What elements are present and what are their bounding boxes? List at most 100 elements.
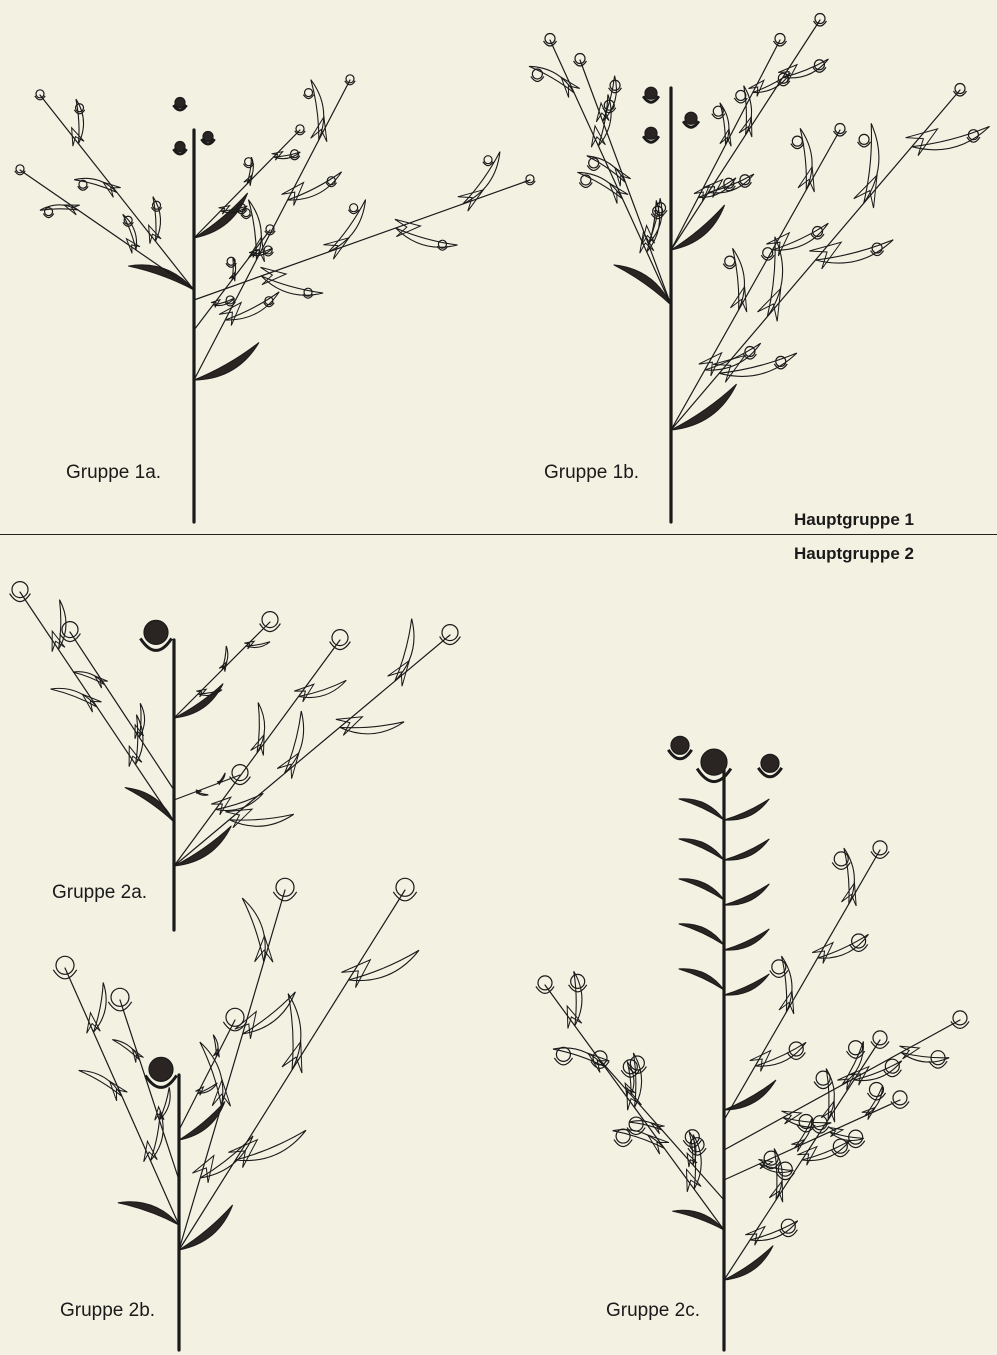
bract-leaf (396, 228, 458, 247)
flower-bud (296, 125, 304, 133)
flower-bud (893, 1091, 907, 1105)
flower-bud (36, 90, 44, 98)
flower-bud (484, 156, 492, 164)
bract-leaf (587, 156, 626, 183)
bract-leaf (59, 600, 67, 650)
bract-leaf-solid (174, 684, 223, 718)
inflorescence-diagram-1b (529, 14, 990, 523)
bract-leaf (299, 680, 347, 697)
flower-bud (276, 878, 294, 896)
flower-bud (575, 54, 585, 64)
bract-leaf (733, 248, 745, 310)
flower-bud (396, 878, 414, 896)
bract-leaf-solid (724, 1246, 773, 1280)
bract-leaf (236, 1130, 306, 1160)
branch-line (174, 635, 450, 866)
flower-bud (736, 90, 746, 100)
flower-bud (725, 256, 735, 266)
bract-leaf (213, 298, 235, 305)
main-group-label-2: Hauptgruppe 2 (794, 544, 914, 564)
bract-leaf-solid (679, 969, 724, 990)
terminal-flower-solid (203, 132, 213, 142)
bract-leaf (574, 971, 582, 1026)
flower-bud (849, 1041, 863, 1055)
branch-line (70, 632, 174, 790)
flower-bud (815, 14, 825, 24)
bract-leaf (802, 1141, 850, 1161)
bract-leaf-solid (179, 1101, 225, 1140)
terminal-flower-solid (144, 620, 168, 644)
bract-leaf-solid (724, 974, 769, 995)
bract-leaf (261, 276, 323, 295)
flower-bud (350, 204, 358, 212)
bract-leaf (216, 793, 264, 810)
bracteole-mark (809, 242, 841, 269)
terminal-flower-solid (701, 749, 727, 775)
flower-bud (872, 243, 882, 253)
bract-leaf (139, 703, 144, 737)
bract-leaf (750, 1221, 798, 1241)
bract-leaf (800, 128, 812, 190)
flower-bud (545, 34, 555, 44)
bract-leaf (463, 152, 500, 204)
bracteole-mark (219, 662, 227, 672)
branch-line (724, 1100, 900, 1180)
bract-leaf-solid (125, 788, 174, 822)
flower-bud (111, 988, 129, 1006)
group-label-1b: Gruppe 1b. (544, 462, 639, 484)
flower-bud (62, 622, 78, 638)
bract-leaf (901, 1053, 949, 1063)
bracteole-mark (812, 943, 833, 964)
bract-leaf-solid (194, 193, 248, 238)
bract-leaf (328, 200, 365, 252)
main-group-label-1: Hauptgruppe 1 (794, 510, 914, 530)
main-group-divider (0, 534, 997, 535)
bract-leaf-solid (724, 929, 769, 950)
bract-leaf (136, 715, 144, 765)
flower-bud (968, 130, 978, 140)
flower-bud (792, 136, 802, 146)
bract-leaf (159, 1087, 170, 1120)
flower-bud (12, 582, 28, 598)
bract-leaf (79, 1070, 122, 1096)
flower-bud (775, 34, 785, 44)
bract-leaf-solid (724, 884, 769, 905)
flower-bud (262, 612, 278, 628)
flower-bud (232, 765, 248, 781)
bract-leaf (854, 1061, 902, 1081)
group-label-2a: Gruppe 2a. (52, 882, 147, 904)
flower-bud (873, 1031, 887, 1045)
bract-leaf (395, 619, 414, 682)
bract-leaf-solid (724, 839, 769, 860)
inflorescence-diagram-1a (15, 75, 535, 522)
bracteole-mark (192, 1156, 214, 1183)
flower-bud (610, 80, 620, 90)
bracteole-mark (244, 175, 252, 186)
flower-bud (16, 165, 24, 173)
bract-leaf (577, 172, 622, 199)
bract-leaf (284, 711, 303, 774)
bracteole-mark (395, 219, 421, 236)
bracteole-mark (260, 267, 286, 284)
bract-leaf-solid (174, 826, 231, 866)
bract-leaf-solid (671, 205, 725, 250)
bracteole-mark (713, 356, 745, 383)
bracteole-mark (281, 183, 303, 206)
flower-bud (571, 974, 585, 988)
flower-bud (305, 89, 313, 97)
flower-bud (332, 630, 348, 646)
bract-leaf (243, 992, 296, 1034)
flower-bud (616, 1129, 630, 1143)
flower-bud (953, 1011, 967, 1025)
bract-leaf (94, 983, 107, 1033)
flower-bud (538, 976, 552, 990)
branch-line (179, 1020, 235, 1130)
terminal-flower-solid (175, 98, 185, 108)
group-label-1a: Gruppe 1a. (66, 462, 161, 484)
terminal-flower-solid (175, 142, 185, 152)
bract-leaf (349, 950, 419, 980)
flower-bud (955, 84, 965, 94)
terminal-flower-solid (645, 87, 657, 99)
terminal-flower-solid (149, 1057, 173, 1081)
